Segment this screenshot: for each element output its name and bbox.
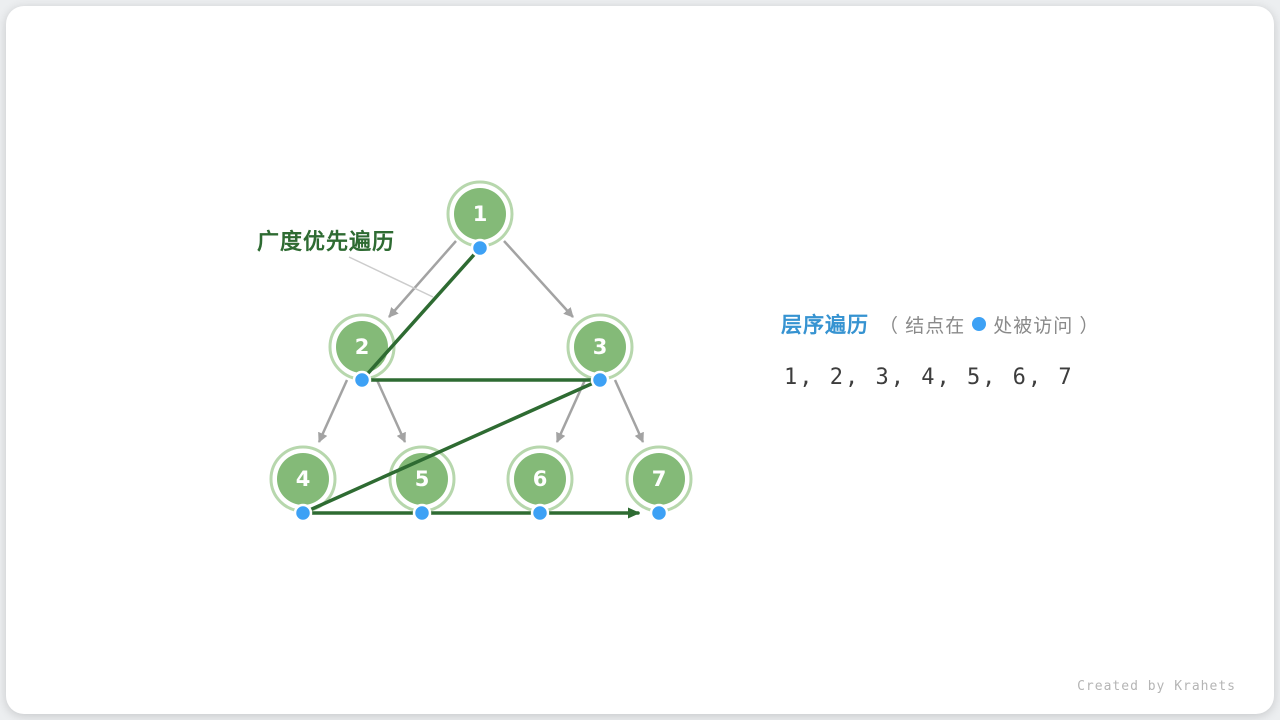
edge-1-3: [503, 240, 574, 318]
tree-node-6: 6: [506, 445, 574, 513]
node-value: 7: [652, 467, 667, 491]
node-value: 6: [533, 467, 548, 491]
node-circle: [633, 453, 685, 505]
traversal-sequence: 1, 2, 3, 4, 5, 6, 7: [784, 365, 1074, 390]
node-value: 3: [593, 335, 608, 359]
visit-dot-node-5: [412, 503, 432, 523]
node-value: 1: [473, 202, 488, 226]
edge-1-2: [388, 240, 457, 318]
edge-2-4: [317, 379, 349, 443]
visit-dot-node-1: [470, 238, 490, 258]
tree-node-3: 3: [566, 313, 634, 381]
watermark: Created by Krahets: [1077, 679, 1236, 694]
visit-dots: [293, 238, 669, 523]
node-circle: [277, 453, 329, 505]
binary-tree-diagram: 1 2 3 4: [269, 180, 693, 523]
node-value: 2: [355, 335, 370, 359]
diagram-stage: 1 2 3 4: [6, 6, 1274, 714]
bfs-traversal-label: 广度优先遍历: [257, 229, 396, 254]
legend-note-suffix: 处被访问 ）: [993, 315, 1100, 337]
visit-dot-node-2: [352, 370, 372, 390]
node-value: 4: [296, 467, 311, 491]
tree-node-7: 7: [625, 445, 693, 513]
tree-node-4: 4: [269, 445, 337, 513]
edge-2-5: [375, 379, 407, 443]
tree-node-5: 5: [388, 445, 456, 513]
node-value: 5: [415, 467, 430, 491]
node-circle: [574, 321, 626, 373]
tree-node-1: 1: [446, 180, 514, 248]
node-circle: [514, 453, 566, 505]
level-order-title: 层序遍历: [781, 314, 869, 337]
visit-dot-node-7: [649, 503, 669, 523]
legend: 层序遍历 （ 结点在 处被访问 ）: [781, 309, 1100, 339]
legend-note: （ 结点在 处被访问 ）: [879, 311, 1100, 338]
visit-dot-node-4: [293, 503, 313, 523]
node-circle: [336, 321, 388, 373]
label-pointer-line: [348, 256, 434, 298]
legend-note-prefix: （ 结点在: [879, 315, 966, 337]
content-card: 1 2 3 4: [6, 6, 1274, 714]
node-circle: [454, 188, 506, 240]
edge-3-7: [613, 379, 645, 443]
visit-dot-node-3: [590, 370, 610, 390]
visit-dot-icon: [972, 317, 987, 331]
tree-node-2: 2: [328, 313, 396, 381]
visit-dot-node-6: [530, 503, 550, 523]
